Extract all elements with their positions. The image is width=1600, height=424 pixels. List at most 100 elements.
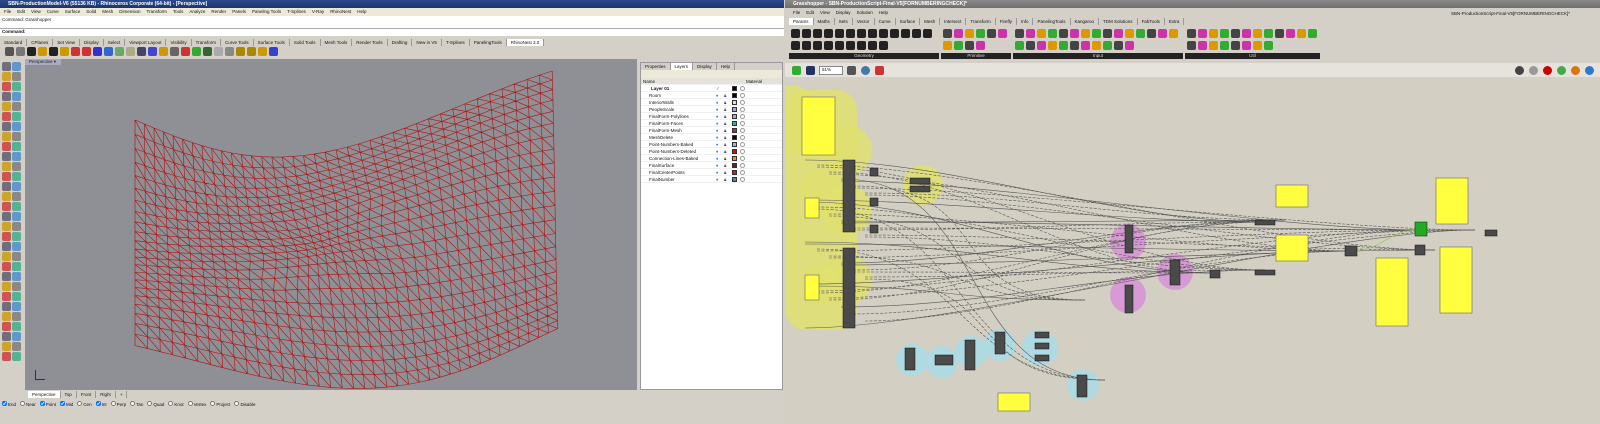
toolbar-icon[interactable]: [159, 47, 168, 56]
component-icon[interactable]: [1048, 29, 1057, 38]
component-icon[interactable]: [813, 29, 822, 38]
component-icon[interactable]: [846, 41, 855, 50]
component-icon[interactable]: [791, 29, 800, 38]
panel[interactable]: [804, 274, 820, 301]
tool-icon[interactable]: [2, 142, 11, 151]
material-icon[interactable]: [740, 107, 745, 112]
tool-icon[interactable]: [12, 172, 21, 181]
gh-menu-help[interactable]: Help: [878, 10, 889, 15]
toolbar-icon[interactable]: [27, 47, 36, 56]
lock-icon[interactable]: 🔒︎: [724, 149, 727, 154]
bulb-icon[interactable]: ♦: [716, 107, 719, 112]
menu-item-edit[interactable]: Edit: [17, 9, 26, 14]
toolbar-tab-set-view[interactable]: Set View: [53, 39, 80, 46]
panel[interactable]: [801, 96, 836, 156]
toolbar-tab-transform[interactable]: Transform: [192, 39, 221, 46]
tool-icon[interactable]: [2, 92, 11, 101]
osnap-mid[interactable]: Mid: [60, 401, 73, 407]
component-icon[interactable]: [802, 41, 811, 50]
component-icon[interactable]: [954, 29, 963, 38]
tool-icon[interactable]: [2, 222, 11, 231]
component-icon[interactable]: [1015, 41, 1024, 50]
tool-icon[interactable]: [2, 102, 11, 111]
tool-icon[interactable]: [12, 72, 21, 81]
toolbar-tab-surface-tools[interactable]: Surface Tools: [254, 39, 290, 46]
layer-color-swatch[interactable]: [732, 100, 737, 105]
gh-tab-fabtools[interactable]: FabTools: [1138, 18, 1165, 25]
component-icon[interactable]: [1037, 41, 1046, 50]
component-icon[interactable]: [1264, 41, 1273, 50]
toolbar-tab-new-in-v5[interactable]: New in V5: [412, 39, 442, 46]
tool-icon[interactable]: [12, 332, 21, 341]
component[interactable]: [842, 247, 856, 329]
component[interactable]: [1169, 259, 1181, 286]
osnap-quad[interactable]: Quad: [147, 401, 164, 407]
layer-color-swatch[interactable]: [732, 128, 737, 133]
globe-icon[interactable]: [1585, 65, 1594, 75]
component-icon[interactable]: [954, 41, 963, 50]
gh-tab-panelingtools[interactable]: PanelingTools: [1033, 18, 1071, 25]
toolbar-tab-rhinonest-3-0[interactable]: RhinoNest 3.0: [506, 39, 545, 46]
layer-color-swatch[interactable]: [732, 163, 737, 168]
component-icon[interactable]: [1231, 29, 1240, 38]
layer-color-swatch[interactable]: [732, 142, 737, 147]
layer-color-swatch[interactable]: [732, 135, 737, 140]
menu-item-surface[interactable]: Surface: [64, 9, 81, 14]
lock-icon[interactable]: 🔒︎: [724, 170, 727, 175]
menu-item-paneling-tools[interactable]: Paneling Tools: [251, 9, 282, 14]
bulb-icon[interactable]: ♦: [716, 177, 719, 182]
gh-tab-sets[interactable]: Sets: [835, 18, 853, 25]
toolbar-icon[interactable]: [93, 47, 102, 56]
toolbar-tab-visibility[interactable]: Visibility: [166, 39, 192, 46]
preview-red-icon[interactable]: [1543, 65, 1552, 75]
gh-menu-view[interactable]: View: [820, 10, 830, 15]
component-icon[interactable]: [1125, 41, 1134, 50]
component-icon[interactable]: [976, 29, 985, 38]
layer-row[interactable]: FinalForm-Polylines♦🔒︎: [641, 113, 782, 120]
tool-icon[interactable]: [12, 82, 21, 91]
component-icon[interactable]: [1059, 41, 1068, 50]
menu-item-render[interactable]: Render: [211, 9, 227, 14]
menu-item-dimension[interactable]: Dimension: [119, 9, 141, 14]
component-icon[interactable]: [879, 29, 888, 38]
layer-color-swatch[interactable]: [732, 93, 737, 98]
viewport-tab-top[interactable]: Top: [61, 391, 77, 398]
lock-icon[interactable]: 🔒︎: [724, 93, 727, 98]
tool-icon[interactable]: [2, 332, 11, 341]
bulb-icon[interactable]: ♦: [716, 142, 719, 147]
osnap-perp[interactable]: Perp: [110, 401, 126, 407]
gh-tab-mesh[interactable]: Mesh: [920, 18, 941, 25]
bulb-icon[interactable]: ♦: [716, 163, 719, 168]
lock-icon[interactable]: [724, 85, 732, 91]
tool-icon[interactable]: [2, 272, 11, 281]
component-icon[interactable]: [1048, 41, 1057, 50]
toolbar-tab-t-splines[interactable]: T-Splines: [442, 39, 470, 46]
component-icon[interactable]: [868, 41, 877, 50]
osnap-point[interactable]: Point: [39, 401, 56, 407]
toolbar-icon[interactable]: [60, 47, 69, 56]
component-icon[interactable]: [1059, 29, 1068, 38]
lock-icon[interactable]: 🔒︎: [724, 156, 727, 161]
menu-item-mesh[interactable]: Mesh: [102, 9, 114, 14]
tool-icon[interactable]: [12, 152, 21, 161]
tool-icon[interactable]: [12, 162, 21, 171]
panel[interactable]: [997, 392, 1031, 412]
lock-icon[interactable]: 🔒︎: [724, 121, 727, 126]
component-icon[interactable]: [1092, 41, 1101, 50]
osnap-vertex[interactable]: Vertex: [187, 401, 206, 407]
menu-item-help[interactable]: Help: [357, 9, 367, 14]
panel-tab-properties[interactable]: Properties: [641, 63, 671, 70]
osnap-checkbox[interactable]: [60, 401, 66, 406]
material-icon[interactable]: [740, 156, 745, 161]
component-icon[interactable]: [923, 29, 932, 38]
zoom-dropdown[interactable]: 51%: [819, 65, 843, 75]
component-icon[interactable]: [1147, 29, 1156, 38]
layer-color-swatch[interactable]: [732, 149, 737, 154]
tool-icon[interactable]: [2, 242, 11, 251]
component[interactable]: [1414, 244, 1426, 256]
osnap-end[interactable]: End: [2, 401, 16, 407]
layer-row[interactable]: Point-Numbers-Deleted♦🔒︎: [641, 148, 782, 155]
tool-icon[interactable]: [12, 312, 21, 321]
component-icon[interactable]: [1114, 29, 1123, 38]
tool-icon[interactable]: [12, 232, 21, 241]
